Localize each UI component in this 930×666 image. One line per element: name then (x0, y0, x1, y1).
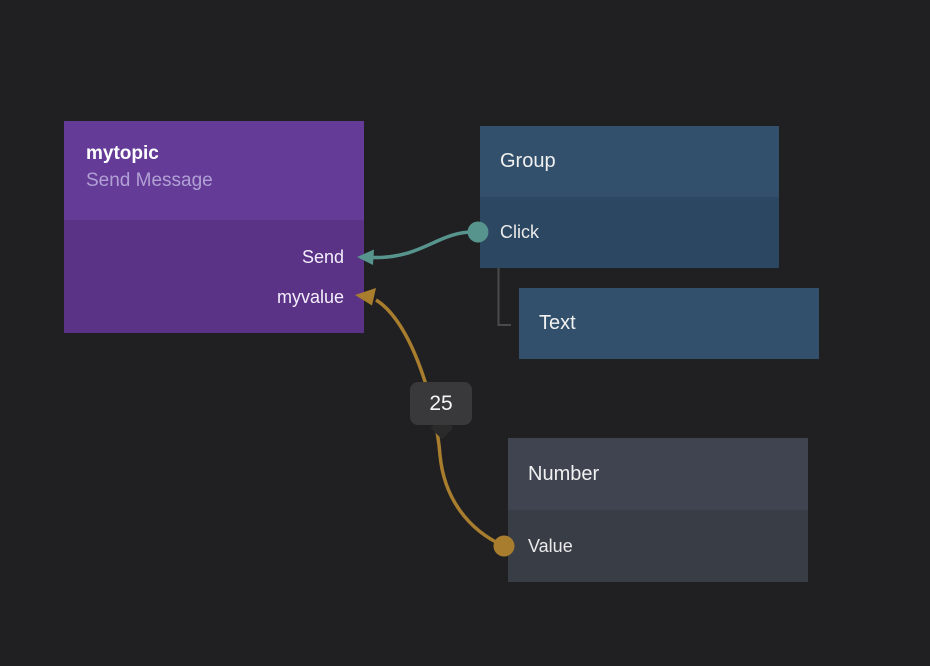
arrowhead-click-to-send[interactable] (357, 249, 374, 266)
port-dot-value[interactable] (493, 535, 515, 557)
wire-value-to-myvalue[interactable] (375, 298, 505, 548)
node-group-title: Group (480, 126, 779, 197)
node-group[interactable]: Group Click (480, 126, 779, 268)
port-dot-click[interactable] (467, 221, 489, 243)
wire-click-to-send[interactable] (371, 230, 479, 260)
tree-connector-group-text (497, 268, 511, 326)
node-number-body: Value (508, 510, 808, 582)
node-number-title: Number (508, 438, 808, 510)
node-mytopic-body: Send myvalue (64, 220, 364, 333)
value-badge: 25 (410, 382, 472, 425)
port-myvalue[interactable]: myvalue (276, 287, 344, 307)
node-mytopic-subtitle: Send Message (86, 170, 213, 191)
port-send[interactable]: Send (301, 247, 344, 267)
node-mytopic-header: mytopic Send Message (64, 121, 364, 220)
port-click[interactable]: Click (500, 222, 539, 242)
node-mytopic[interactable]: mytopic Send Message Send myvalue (64, 121, 364, 333)
node-number[interactable]: Number Value (508, 438, 808, 582)
value-badge-text: 25 (429, 391, 453, 415)
node-mytopic-title: mytopic (86, 143, 159, 164)
node-text[interactable]: Text (519, 288, 819, 359)
port-value[interactable]: Value (528, 536, 573, 556)
arrowhead-value-to-myvalue[interactable] (355, 288, 376, 306)
node-group-body: Click (480, 197, 779, 268)
